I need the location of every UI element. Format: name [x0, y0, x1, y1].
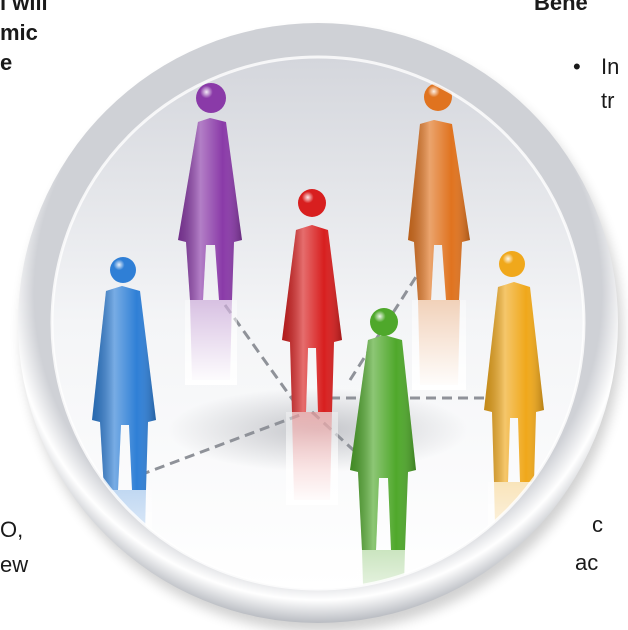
bullet-line-2: tr	[601, 88, 615, 113]
right-bottom-line-1: c	[592, 512, 603, 537]
right-heading: Bene	[534, 0, 588, 15]
right-bottom-line-2: ac	[575, 550, 599, 575]
person-figure-red	[282, 189, 342, 505]
left-heading-line-2: mic	[0, 20, 38, 45]
frame-inner-highlight	[50, 55, 586, 591]
left-body-line-2: ew	[0, 552, 29, 577]
left-body-line-1: O,	[0, 517, 24, 542]
person-figure-orange	[408, 83, 470, 390]
bullet-line-1: In	[601, 54, 620, 79]
left-heading-line-3: e	[0, 50, 13, 75]
person-figure-green	[350, 308, 416, 589]
person-figure-purple	[178, 83, 242, 385]
bullet-marker: •	[573, 54, 581, 79]
left-heading-line-1: l will	[0, 0, 48, 15]
